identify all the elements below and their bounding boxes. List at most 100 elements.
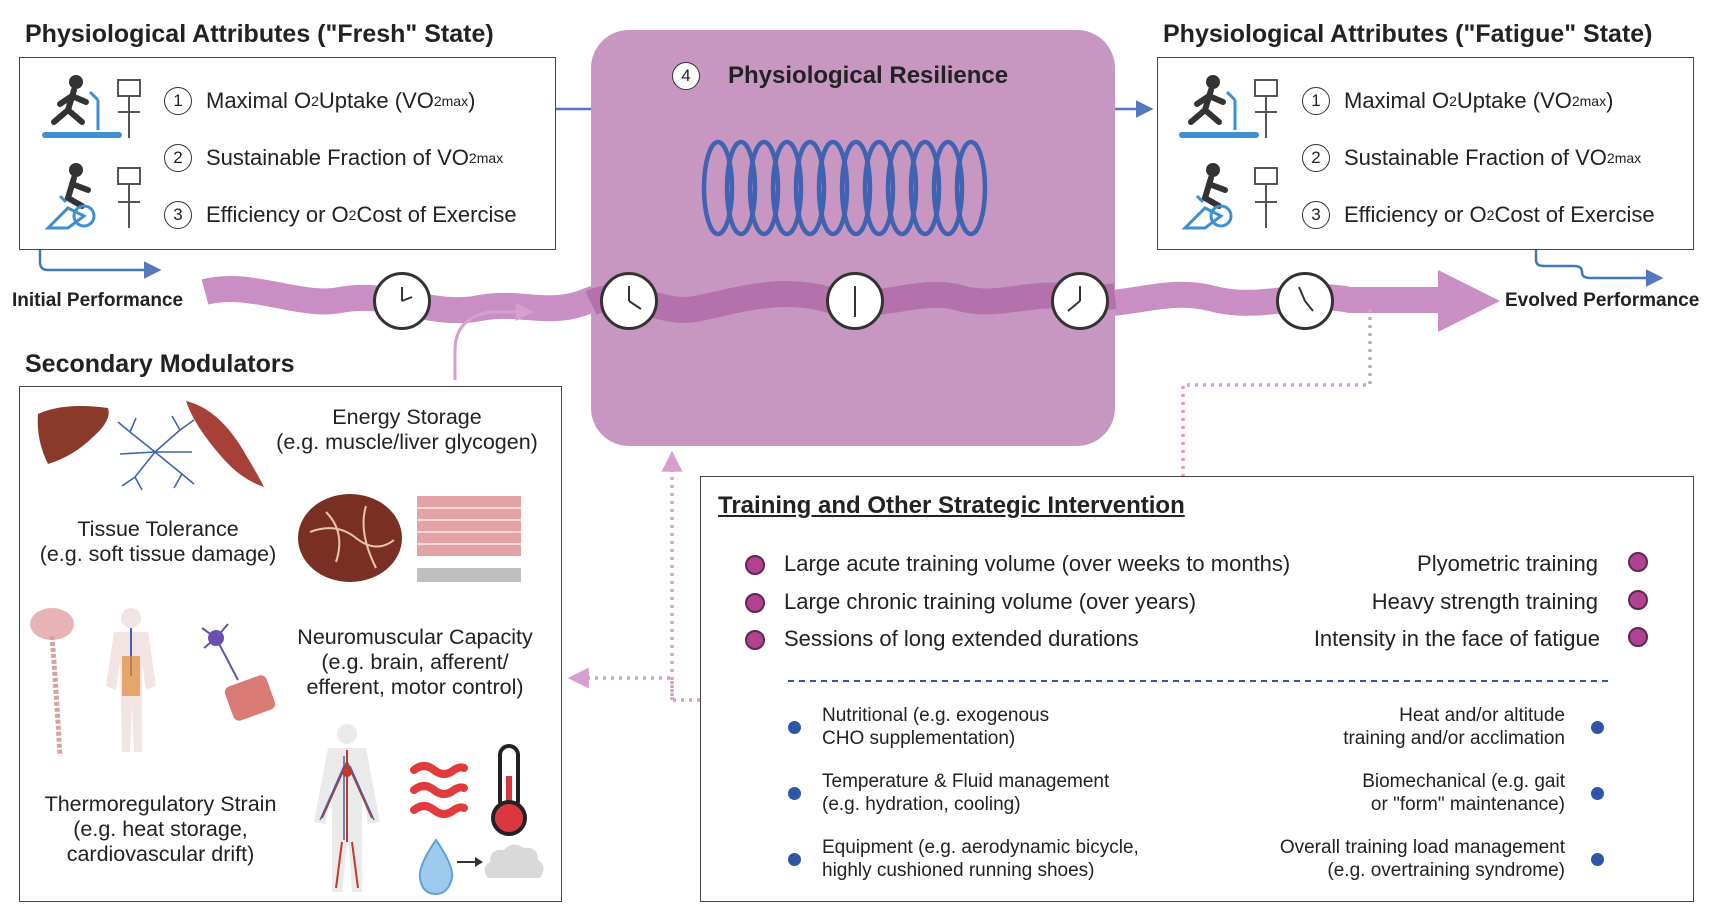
- item-text: Uptake (VO: [1456, 88, 1572, 113]
- fatigue-state-box: [1157, 57, 1694, 250]
- clock-icon: [600, 272, 658, 330]
- energy-storage-label: Energy Storage (e.g. muscle/liver glycog…: [262, 405, 552, 455]
- coil-loop: [931, 139, 965, 237]
- performance-flow-arrowhead: [1438, 270, 1500, 332]
- circulation-icon: [314, 724, 380, 892]
- neuro-line1: Neuromuscular Capacity: [297, 625, 533, 649]
- training-left-sub-item: Equipment (e.g. aerodynamic bicycle, hig…: [822, 836, 1139, 882]
- sub-line2: (e.g. hydration, cooling): [822, 794, 1021, 815]
- thermo-line2: (e.g. heat storage,: [73, 817, 248, 841]
- fiber-icon: [417, 496, 521, 582]
- thermo-line1: Thermoregulatory Strain: [44, 792, 277, 816]
- fatigue-state-title: Physiological Attributes ("Fatigue" Stat…: [1163, 20, 1653, 48]
- modulator-input-line: [453, 303, 534, 380]
- coil-loop: [770, 139, 804, 237]
- clock-icon: [826, 272, 884, 330]
- neuron-icon: [201, 623, 276, 721]
- training-right-sub-item: Heat and/or altitude training and/or acc…: [1343, 704, 1565, 750]
- item-sub: 2max: [1606, 150, 1642, 166]
- item-sub: 2max: [468, 150, 504, 166]
- modulators-title: Secondary Modulators: [25, 350, 295, 378]
- item-number: 3: [164, 201, 192, 229]
- clock-icon: [373, 272, 431, 330]
- training-title: Training and Other Strategic Interventio…: [718, 492, 1185, 519]
- training-left-sub-item: Temperature & Fluid management (e.g. hyd…: [822, 770, 1109, 816]
- bullet-dot: [745, 593, 765, 613]
- resilience-title: Physiological Resilience: [728, 62, 1009, 89]
- training-to-resilience-dotted: [661, 450, 700, 702]
- coil-loop: [701, 139, 735, 237]
- item-sub: 2max: [1571, 93, 1607, 109]
- neuro-line2: (e.g. brain, afferent/: [321, 650, 509, 674]
- tissue-tolerance-label: Tissue Tolerance (e.g. soft tissue damag…: [28, 517, 288, 567]
- coil-loop: [862, 139, 896, 237]
- item-text: Efficiency or O: [206, 202, 349, 227]
- bullet-dot: [788, 787, 801, 800]
- item-number: 2: [1302, 144, 1330, 172]
- bullet-dot: [788, 721, 801, 734]
- item-sub: 2: [348, 207, 357, 223]
- initial-performance-label: Initial Performance: [12, 290, 184, 311]
- liver-icon: [37, 406, 109, 464]
- treadmill-test-icon: [1179, 75, 1278, 138]
- item-text: Efficiency or O: [1344, 202, 1487, 227]
- item-text: ): [468, 88, 476, 113]
- cycle-ergometer-test-icon: [44, 163, 141, 230]
- bullet-dot: [1591, 787, 1604, 800]
- item-text: Sustainable Fraction of VO: [206, 145, 469, 170]
- tissue-line1: Tissue Tolerance: [77, 517, 239, 541]
- thermo-line3: cardiovascular drift): [66, 842, 255, 866]
- item-sub: 2: [311, 93, 319, 109]
- clock-icon: [1051, 272, 1109, 330]
- sub-line2: training and/or acclimation: [1343, 728, 1565, 749]
- coil-loop: [885, 139, 919, 237]
- tissue-line2: (e.g. soft tissue damage): [39, 542, 277, 566]
- fresh-state-box: [19, 57, 556, 250]
- training-left-sub-item: Nutritional (e.g. exogenous CHO suppleme…: [822, 704, 1049, 750]
- fresh-state-title: Physiological Attributes ("Fresh" State): [25, 20, 494, 48]
- item-number: 1: [164, 87, 192, 115]
- bullet-dot: [745, 555, 765, 575]
- sub-line2: highly cushioned running shoes): [822, 860, 1095, 881]
- training-right-main-item: Intensity in the face of fatigue: [1313, 626, 1600, 651]
- treadmill-test-icon: [42, 75, 141, 138]
- item-number: 1: [1302, 87, 1330, 115]
- resilience-number: 4: [672, 62, 700, 90]
- steam-cloud-icon: [484, 844, 544, 878]
- training-right-sub-item: Overall training load management (e.g. o…: [1280, 836, 1565, 882]
- training-right-main-item: Plyometric training: [1417, 551, 1598, 576]
- bullet-dot: [1628, 590, 1648, 610]
- energy-line2: (e.g. muscle/liver glycogen): [276, 430, 538, 454]
- training-right-sub-item: Biomechanical (e.g. gait or "form" maint…: [1362, 770, 1565, 816]
- dashed-divider: [788, 680, 1608, 682]
- resilience-header: 4 Physiological Resilience: [672, 62, 1008, 90]
- sub-line1: Equipment (e.g. aerodynamic bicycle,: [822, 837, 1139, 858]
- bullet-dot: [1591, 721, 1604, 734]
- bullet-dot: [788, 853, 801, 866]
- training-to-modulators-dotted: [567, 667, 674, 700]
- item-sub: 2: [1449, 93, 1457, 109]
- training-right-main-item: Heavy strength training: [1371, 589, 1598, 614]
- heat-waves-icon: [410, 762, 468, 818]
- coil-loop: [816, 139, 850, 237]
- sub-line1: Temperature & Fluid management: [822, 771, 1110, 792]
- initial-step-arrow: [38, 250, 162, 279]
- coil-loop: [908, 139, 942, 237]
- evolved-step-arrow: [1534, 250, 1664, 287]
- coil-loop: [954, 139, 988, 237]
- physiological-resilience-box: [591, 30, 1115, 446]
- evolved-performance-label: Evolved Performance: [1505, 290, 1700, 311]
- bullet-dot: [1591, 853, 1604, 866]
- training-box: [700, 476, 1694, 902]
- clock-icon: [1276, 272, 1334, 330]
- coil-loop: [724, 139, 758, 237]
- item-number: 3: [1302, 201, 1330, 229]
- brain-spine-icon: [30, 608, 74, 757]
- sub-line2: or "form" maintenance): [1370, 794, 1565, 815]
- body-organs-icon: [106, 608, 156, 752]
